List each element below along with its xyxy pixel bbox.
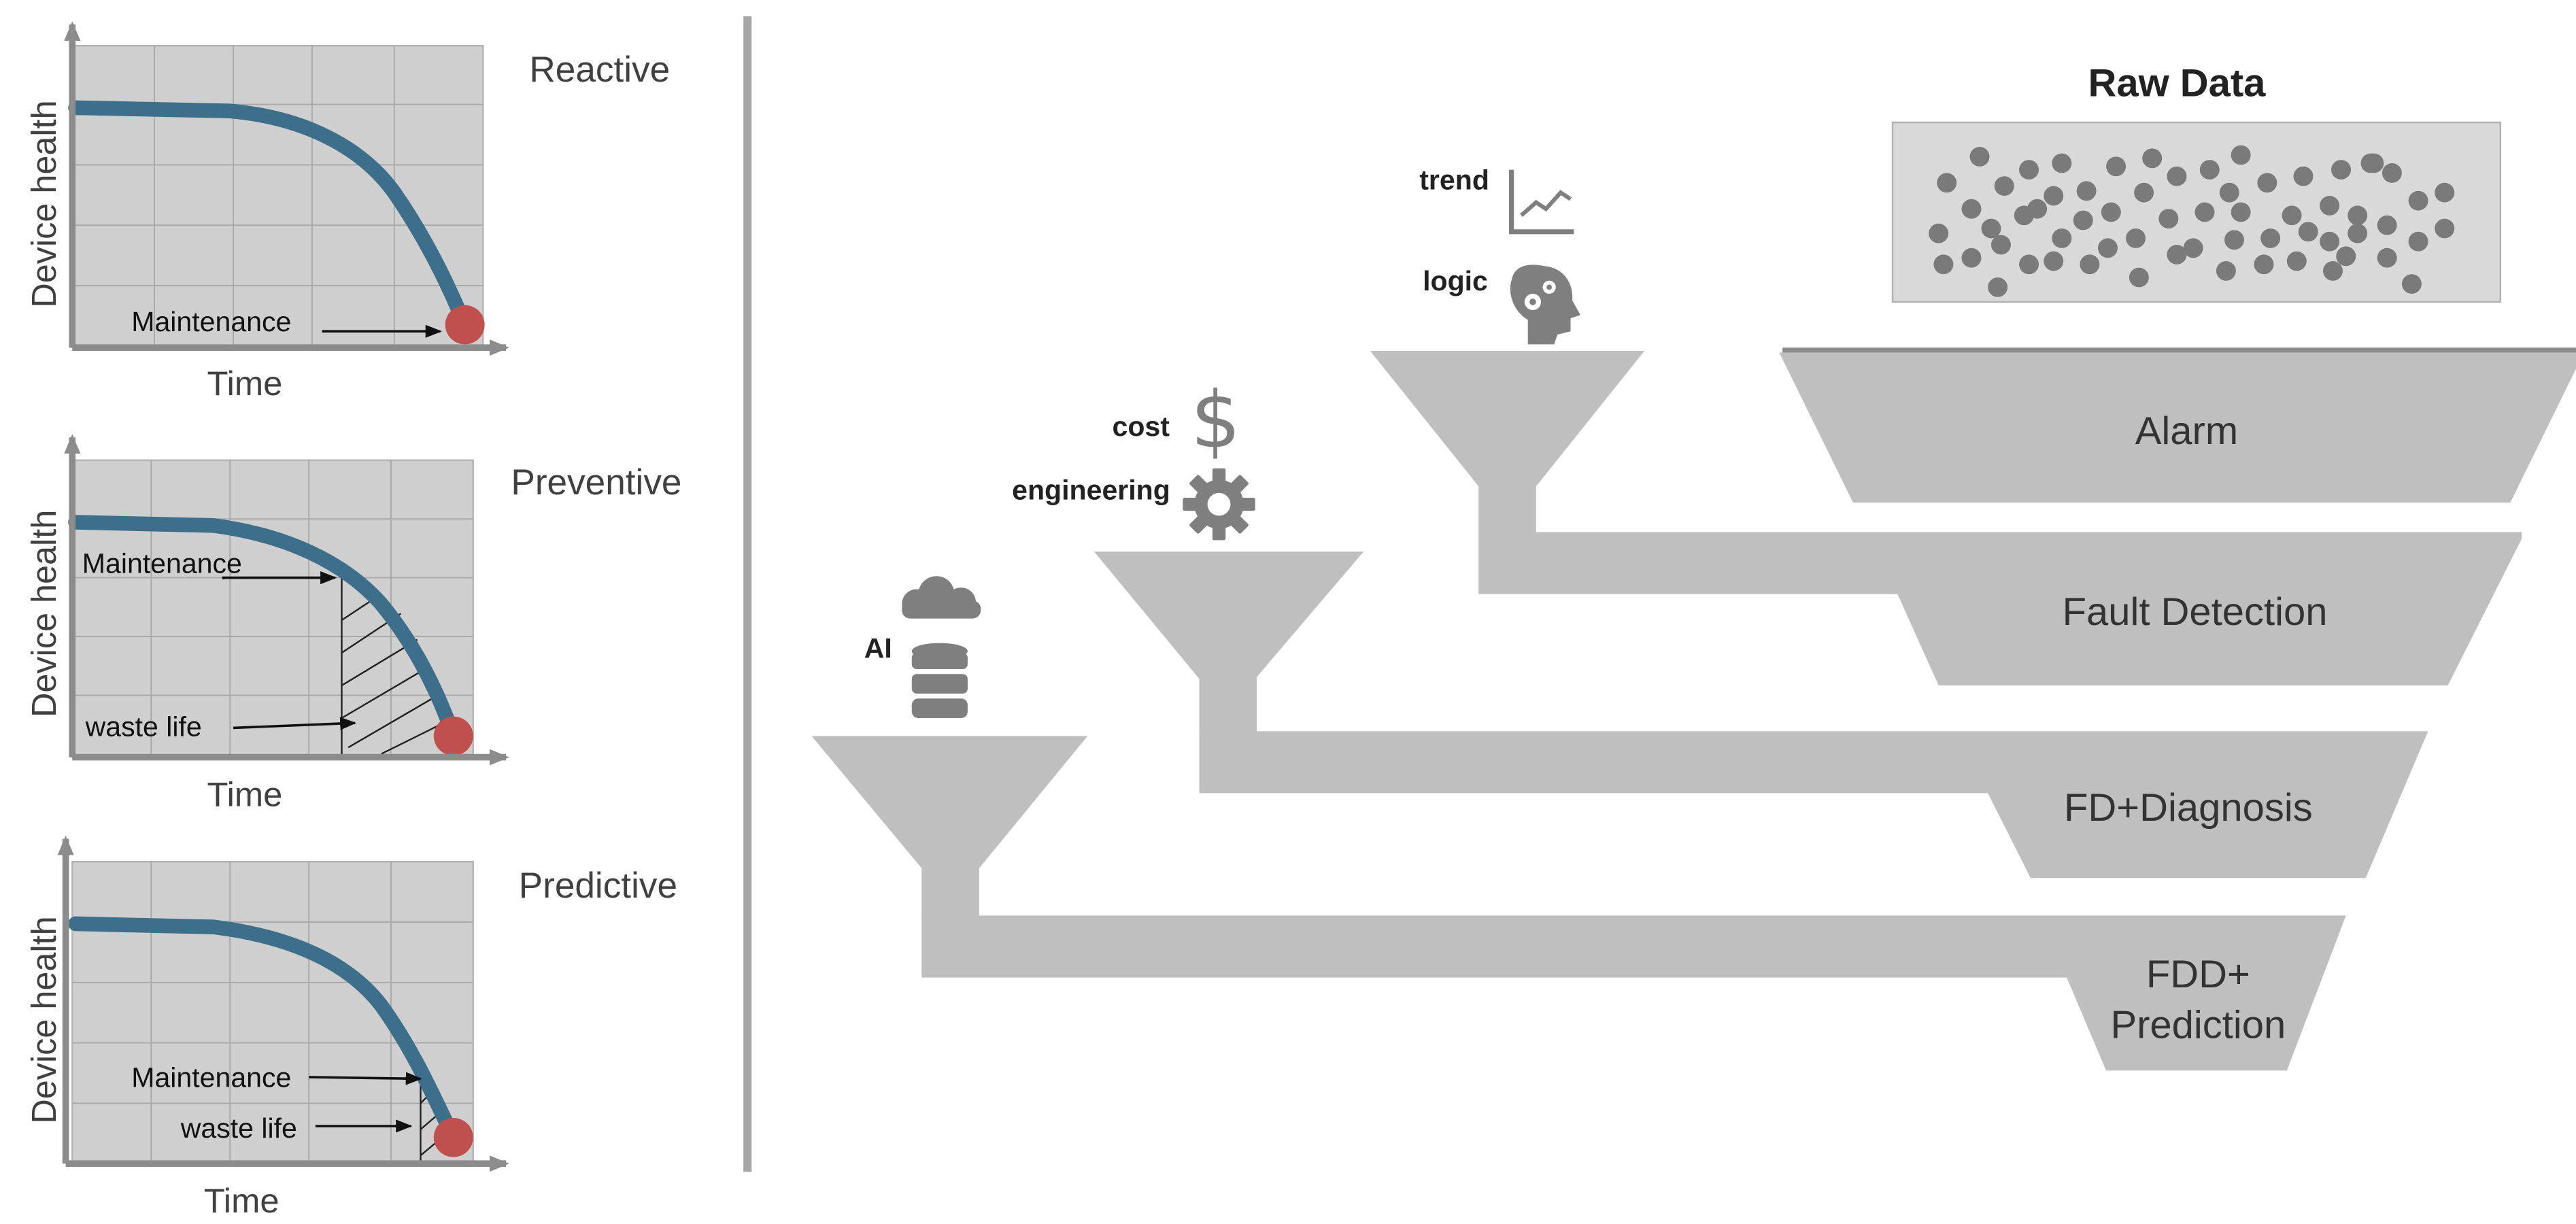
reactive-x-label: Time [207,364,283,403]
preventive-x-label: Time [207,775,283,814]
predictive-title: Predictive [519,866,677,906]
raw-data-points [1929,145,2455,297]
preventive-waste-label: waste life [85,711,202,743]
preventive-maintenance-label: Maintenance [82,548,242,579]
preventive-title: Preventive [511,462,681,503]
cost-label: cost [1113,411,1170,442]
cloud-icon [902,576,981,619]
fd-diagnosis-stage-label: FD+Diagnosis [2064,786,2313,830]
predictive-health-curve [68,916,461,1145]
preventive-y-label: Device health [24,510,63,717]
svg-text:$: $ [1191,375,1241,466]
reactive-failure-dot [445,305,485,345]
preventive-waste-arrow [233,717,357,730]
predictive-waste-label: waste life [180,1112,297,1144]
reactive-y-label: Device health [24,100,63,307]
fault-detection-stage-label: Fault Detection [2063,590,2328,634]
trend-label: trend [1419,165,1489,196]
preventive-health-curve [68,515,461,744]
database-icon [911,643,968,718]
reactive-maintenance-label: Maintenance [131,306,291,337]
reactive-plot-area [71,45,484,349]
ai-funnel [811,736,2346,1071]
preventive-maintenance-arrow [222,571,337,585]
predictive-y-label: Device health [24,916,63,1123]
reactive-health-curve [68,100,473,333]
alarm-stage [1779,352,2576,503]
predictive-failure-dot [433,1118,473,1157]
predictive-panel: Maintenance waste life Device health Tim… [24,835,677,1220]
reactive-panel: Maintenance Device health Time Reactive [24,21,670,403]
cost-funnel [1094,551,2428,879]
trend-chart-icon [1508,169,1574,235]
raw-data-title: Raw Data [2088,62,2266,105]
logic-funnel [1370,351,2522,685]
fdd-prediction-label-line2: Prediction [2110,1004,2286,1047]
preventive-panel: Maintenance waste life Device health Tim… [24,434,681,814]
gear-icon [1183,468,1255,541]
ai-label: AI [864,632,892,664]
fdd-prediction-label-line1: FDD+ [2146,953,2250,996]
predictive-plot-area [71,861,474,1165]
preventive-failure-dot [433,716,473,756]
logic-label: logic [1423,265,1488,296]
reactive-title: Reactive [529,50,670,90]
alarm-stage-label: Alarm [2135,409,2238,453]
preventive-plot-area [71,459,474,758]
dollar-icon: $ [1191,375,1241,466]
predictive-x-label: Time [204,1181,279,1220]
head-gears-icon [1510,265,1581,345]
predictive-maintenance-arrow [309,1072,422,1085]
predictive-maintenance-label: Maintenance [131,1062,291,1093]
engineering-label: engineering [1012,475,1170,506]
